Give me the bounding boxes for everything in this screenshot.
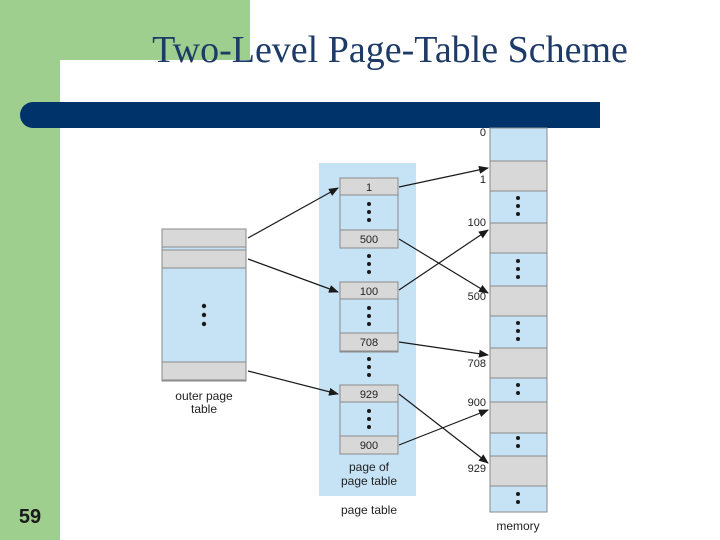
ellipsis-dots (201, 303, 207, 327)
page-table-block-2 (339, 281, 399, 353)
outer-page-table (161, 228, 247, 382)
title-underline-bar (20, 102, 600, 128)
page-table-block-1 (339, 177, 399, 249)
arrow-outer-to-block-3 (247, 370, 339, 396)
between-block-dots (367, 254, 371, 377)
memory-address: 708 (468, 358, 486, 370)
memory-address: 100 (468, 217, 486, 229)
memory-address: 0 (480, 127, 486, 139)
page-of-page-table-label: page table (341, 474, 397, 488)
memory-address: 900 (468, 397, 486, 409)
memory-ellipsis-dots (516, 196, 520, 504)
memory-address: 500 (468, 291, 486, 303)
arrow-100-to-memory (398, 229, 489, 291)
arrow-929-to-memory (398, 393, 489, 464)
page-table-label: page table (341, 503, 397, 517)
page-table-entry: 100 (360, 286, 378, 298)
memory-label: memory (496, 519, 539, 533)
page-table-entry: 900 (360, 440, 378, 452)
memory-address: 1 (480, 174, 486, 186)
background-stripe-left (0, 0, 60, 540)
background-corner (60, 60, 360, 260)
memory-column (489, 127, 548, 513)
page-table-entry: 1 (366, 182, 372, 194)
page-of-page-table-label: page of (349, 460, 390, 474)
page-table-entry: 929 (360, 389, 378, 401)
arrow-1-to-memory (398, 165, 489, 188)
slide-title: Two-Level Page-Table Scheme (152, 29, 628, 71)
outer-page-table-label: outer page (175, 389, 233, 403)
slide-number: 59 (18, 506, 42, 528)
arrow-500-to-memory (398, 238, 489, 294)
page-table-entry: 708 (360, 337, 378, 349)
page-table-diagram: 1 500 100 708 929 900 0 1 100 500 708 90… (161, 127, 548, 533)
arrow-708-to-memory (398, 341, 489, 358)
page-table-block-3 (339, 384, 399, 455)
page-table-entry: 500 (360, 234, 378, 246)
memory-address: 929 (468, 463, 486, 475)
background-stripe-top (0, 0, 250, 60)
arrow-900-to-memory (398, 409, 489, 446)
arrow-outer-to-block-1 (247, 187, 339, 239)
outer-page-table-label: table (191, 402, 217, 416)
arrows (247, 165, 489, 464)
arrow-outer-to-block-2 (247, 258, 339, 293)
